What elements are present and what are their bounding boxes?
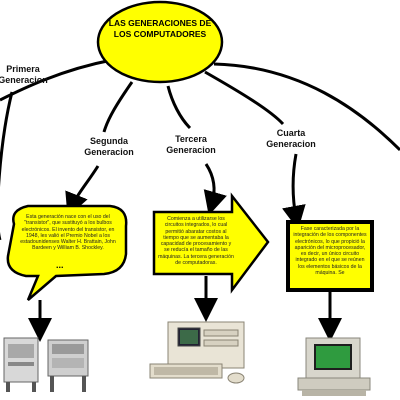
segunda-ellipsis: ... [56,260,64,270]
arrow-tercera [203,163,227,216]
tercera-block-arrow [152,192,270,294]
connector-primera-down [0,91,14,240]
connector-tercera [166,85,192,130]
segunda-description: Esta generación nace con el uso del "tra… [20,214,116,252]
label-tercera-generacion: Tercera Generacion [166,134,216,155]
label-cuarta-generacion: Cuarta Generacion [266,128,316,149]
fourth-generation-computer [297,337,371,396]
connector-segunda [102,81,134,133]
arrow-cuarta [282,153,306,230]
segunda-bubble [6,204,128,301]
tercera-description: Comienza a utilizarse los circuitos inte… [158,216,234,267]
label-primera-generacion: Primera Generacion [0,64,48,85]
diagram-title: LAS GENERACIONES DE LOS COMPUTADORES [108,18,212,39]
third-generation-computer [149,321,245,384]
connector-cuarta [204,70,285,126]
cuarta-box [286,220,374,292]
arrow-segunda [65,165,100,218]
second-generation-machines [3,337,89,392]
title-ellipse [96,0,224,84]
cuarta-description: Fase caracterizada por la integración de… [293,226,367,277]
connector-right [213,62,400,152]
label-segunda-generacion: Segunda Generacion [84,136,134,157]
connector-primera [0,58,113,102]
